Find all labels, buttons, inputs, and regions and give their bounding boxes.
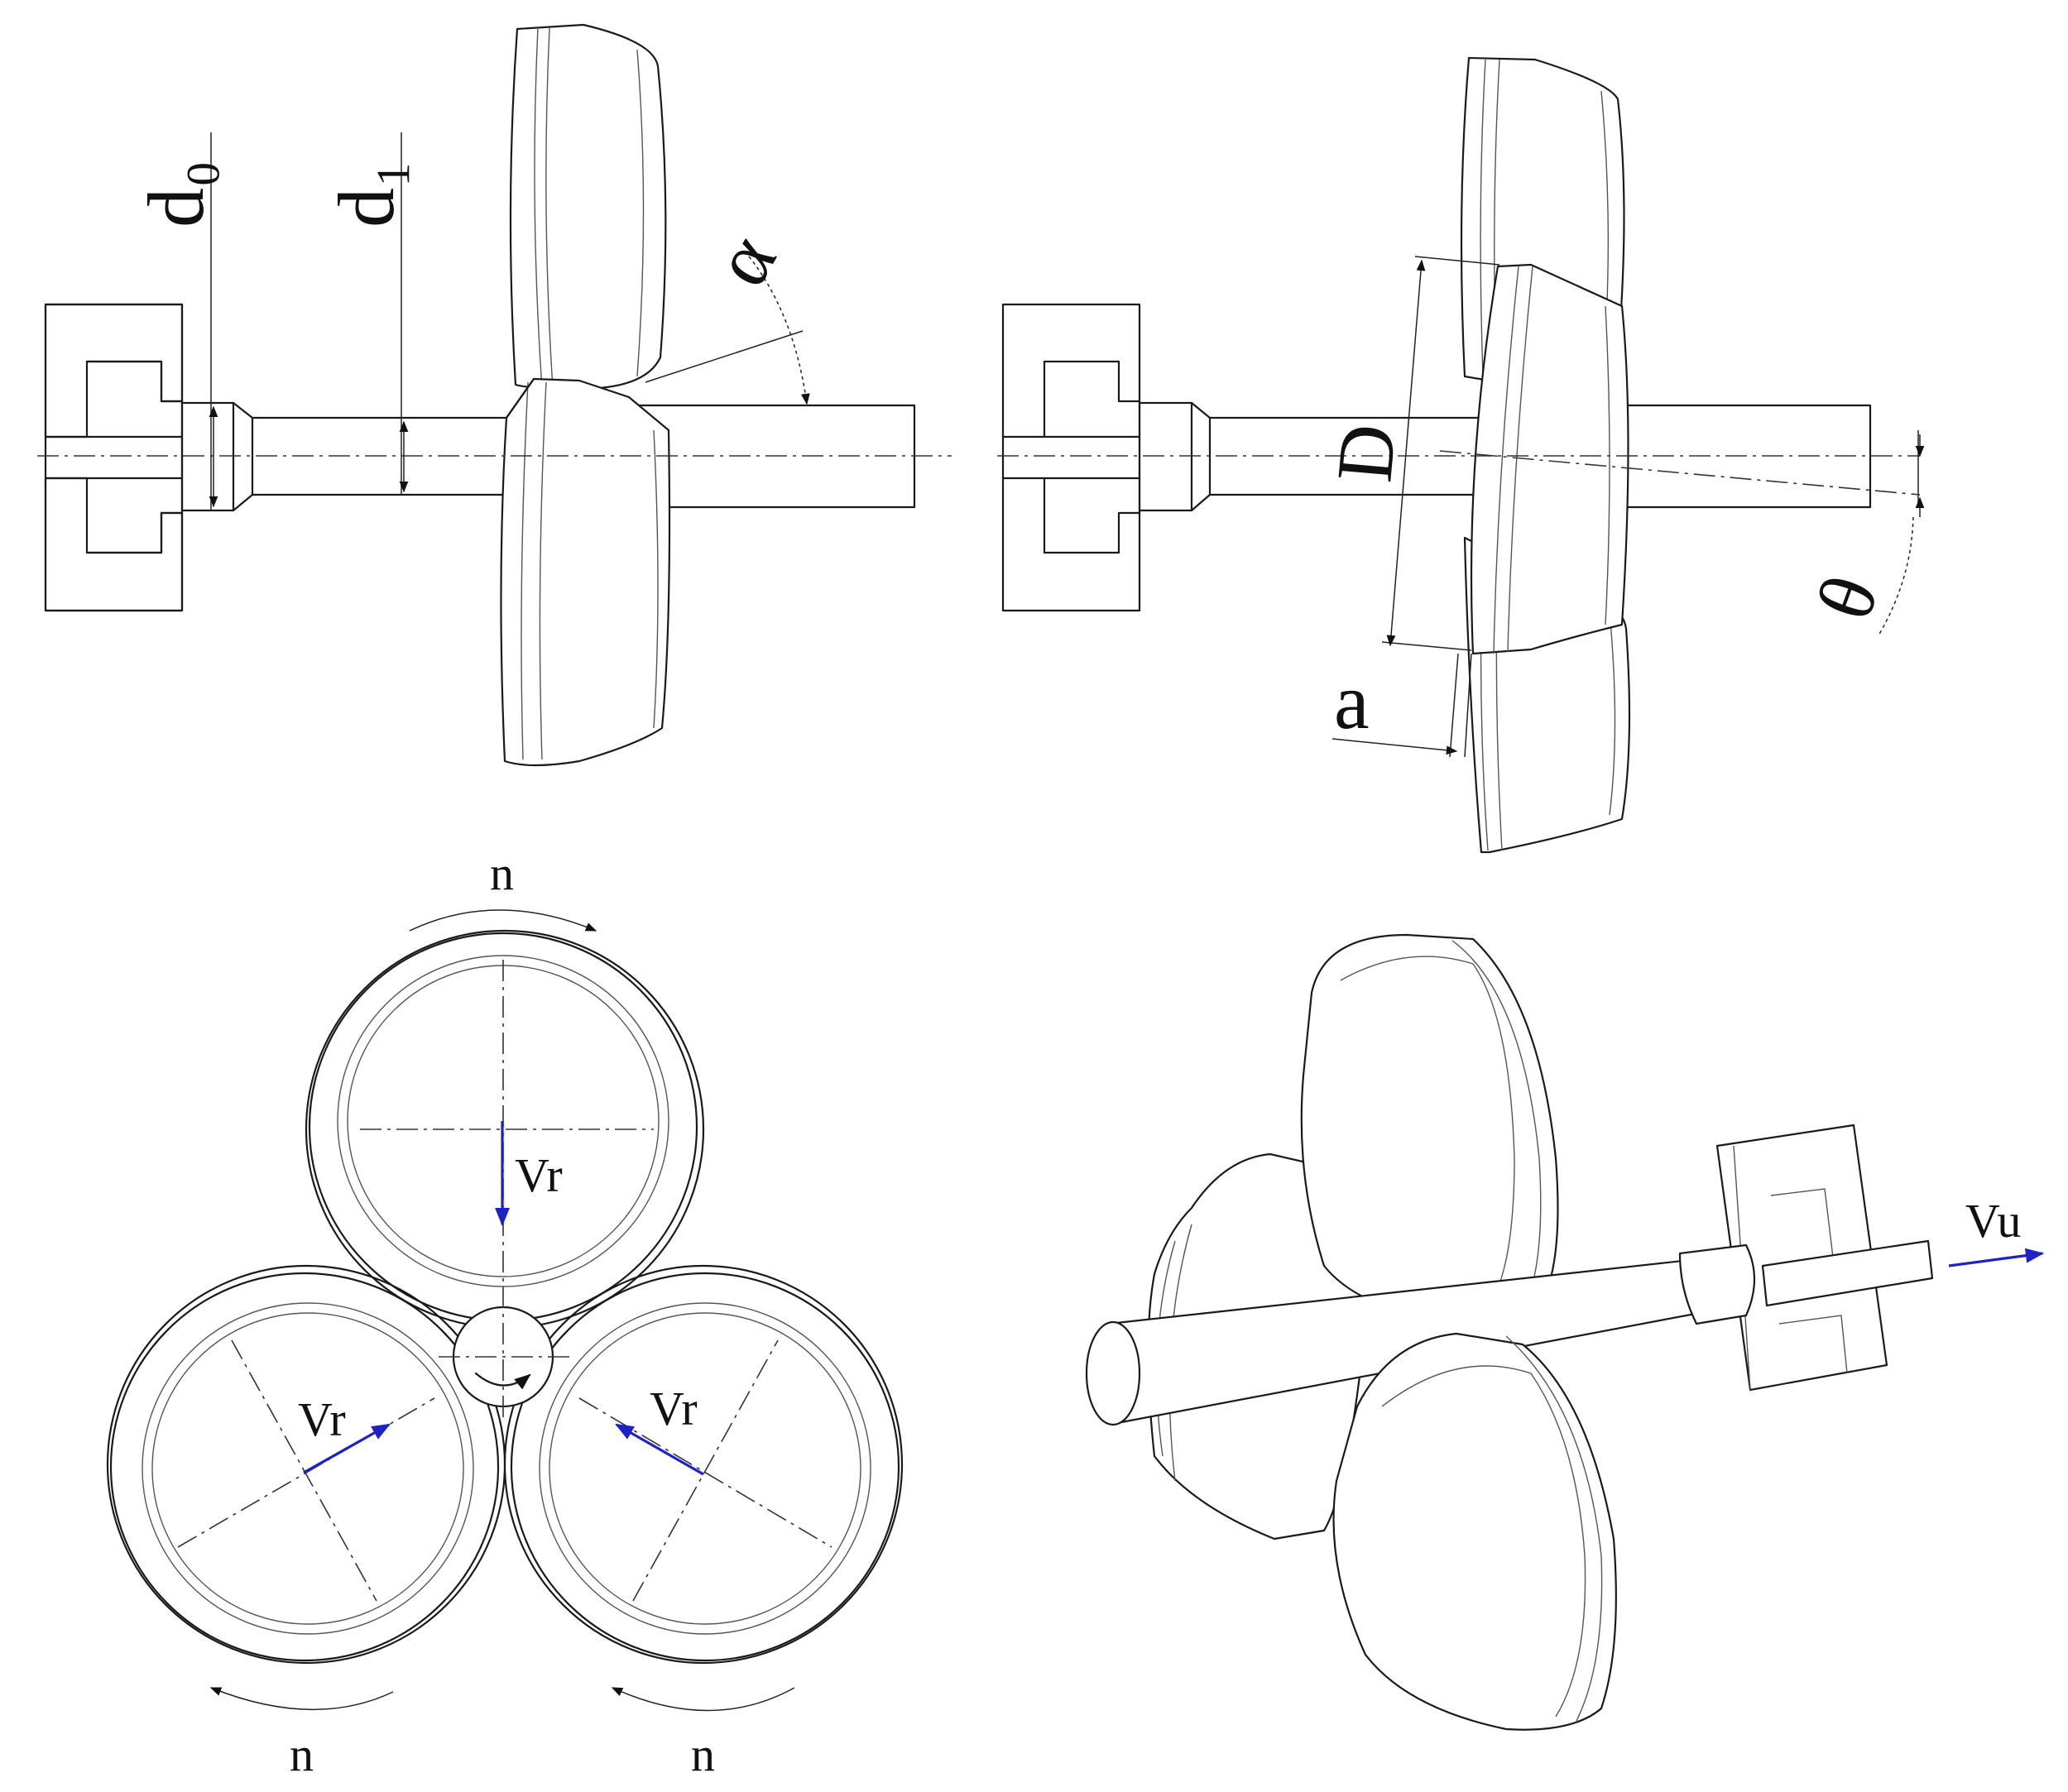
dimension-d1	[399, 132, 409, 495]
tube-right	[1138, 401, 1872, 512]
roll-axis-line	[1439, 450, 1921, 496]
label-theta: θ	[1799, 564, 1895, 630]
iso-chuck	[1678, 1124, 1934, 1392]
front-roll-left	[106, 1264, 506, 1665]
chuck-right	[1001, 303, 1141, 612]
velocity-arrow-vu	[1948, 1248, 2045, 1267]
roll-lower-left	[500, 377, 671, 767]
rotation-arrow-right	[611, 1687, 795, 1712]
label-n-right: n	[691, 1727, 715, 1781]
isometric-view: Vu	[1085, 933, 2045, 1731]
velocity-arrow-right	[615, 1423, 704, 1476]
angle-theta	[1878, 430, 1925, 636]
label-vr-top: Vr	[515, 1148, 563, 1202]
label-vr-right: Vr	[650, 1382, 698, 1435]
roll-front-right	[1470, 263, 1629, 655]
dimension-d0	[209, 132, 218, 510]
label-alpha: α	[696, 219, 794, 299]
label-vr-left: Vr	[298, 1392, 346, 1446]
front-roll-top	[305, 929, 705, 1330]
label-a: a	[1334, 657, 1370, 745]
velocity-arrow-left	[303, 1423, 391, 1474]
chuck-left	[44, 303, 184, 612]
label-d0: d₀	[132, 161, 220, 228]
front-view-three-rolls: n n n Vr Vr Vr	[106, 846, 904, 1781]
angle-alpha	[645, 256, 810, 405]
iso-roll-bottom	[1332, 1332, 1617, 1731]
front-roll-right	[503, 1264, 904, 1665]
side-view-right: D a θ	[997, 56, 1925, 854]
roll-upper-left	[509, 23, 667, 391]
label-vu: Vu	[1965, 1194, 2021, 1248]
label-d1: d₁	[322, 161, 410, 228]
rotation-arrow-top	[409, 909, 597, 932]
label-n-left: n	[290, 1727, 314, 1781]
dimension-D	[1381, 256, 1500, 651]
iso-roll-top	[1300, 933, 1559, 1325]
label-n-top: n	[490, 846, 514, 900]
rotation-arrow-left	[209, 1687, 394, 1710]
label-D: D	[1319, 420, 1413, 485]
billet-cross-section	[439, 1287, 571, 1423]
dimension-a	[1331, 653, 1472, 758]
side-view-left: d₀ d₁ α	[37, 23, 952, 767]
